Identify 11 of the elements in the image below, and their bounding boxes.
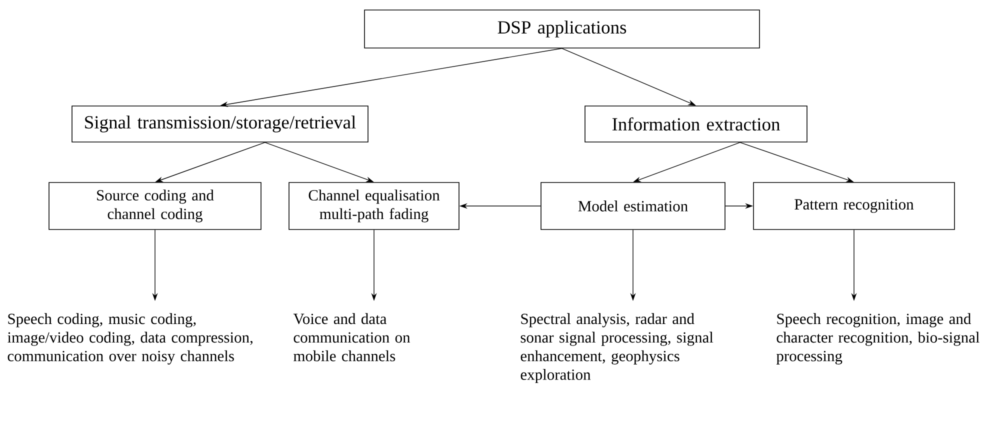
process-box: Pattern recognition <box>753 182 955 230</box>
process-box: Information extraction <box>584 106 808 142</box>
application-text: Speech recognition, image and character recognition, bio-signal processing <box>776 313 980 364</box>
application-text: Voice and data communication on mobile channels <box>293 313 410 362</box>
process-box: DSP applications <box>364 10 760 48</box>
process-box: Channel equalisation multi-path fading <box>288 182 460 230</box>
application-text: Speech coding, music coding, image/video coding, data compression, communication over noisy channels <box>8 313 252 364</box>
process-box: Signal transmission/storage/retrieval <box>72 106 368 142</box>
process-box: Source coding and channel coding <box>48 182 262 230</box>
application-text: Spectral analysis, radar and sonar signal processing, signal enhancement, geophysics exploration <box>520 313 714 384</box>
process-box: Model estimation <box>540 182 726 230</box>
